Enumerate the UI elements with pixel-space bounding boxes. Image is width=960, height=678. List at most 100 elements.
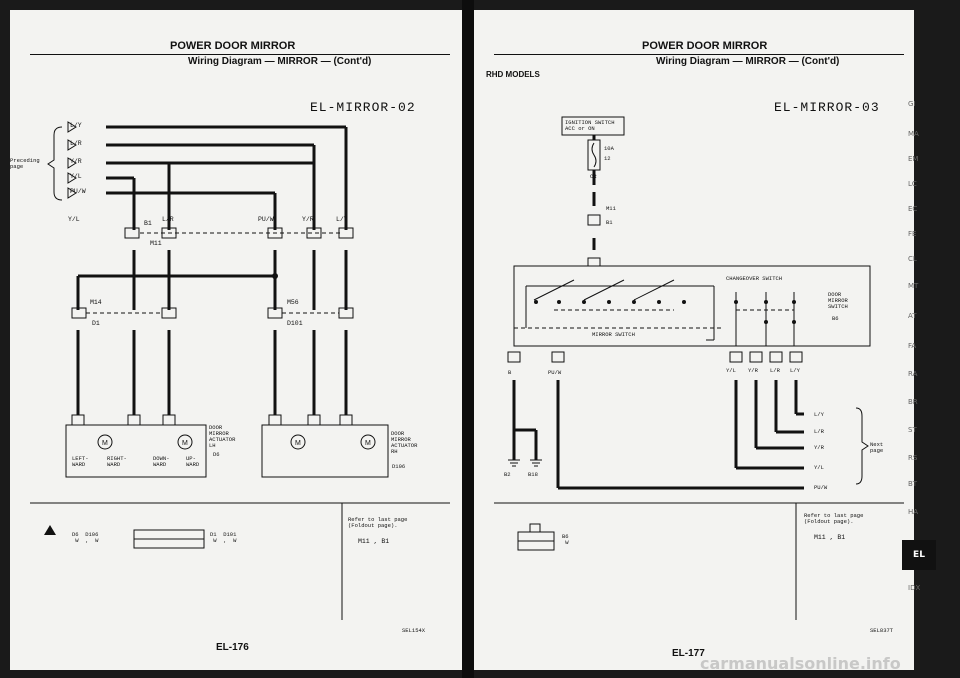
ground-code-b18: B18 bbox=[528, 471, 538, 478]
switch-assembly bbox=[513, 265, 871, 347]
wire-label-b: B bbox=[508, 369, 512, 376]
diagram-code: EL-MIRROR-02 bbox=[310, 100, 416, 115]
connector-face bbox=[133, 529, 205, 549]
ground-code-b2: B2 bbox=[504, 471, 511, 478]
next-label-ly: L/Y bbox=[814, 411, 824, 418]
right-page-title: POWER DOOR MIRROR bbox=[642, 40, 768, 52]
connector-code-d101: D101 bbox=[287, 320, 303, 327]
input-label-yr: Y/R bbox=[70, 158, 82, 165]
mirror-switch-label: MIRROR SWITCH bbox=[592, 331, 635, 338]
fuse-rating: 10A bbox=[604, 145, 614, 152]
input-label-yl: Y/L bbox=[70, 173, 82, 180]
tab-ec[interactable]: EC bbox=[908, 205, 918, 213]
left-page-subtitle: Wiring Diagram — MIRROR — (Cont'd) bbox=[188, 56, 372, 67]
tab-lc[interactable]: LC bbox=[908, 180, 917, 188]
connector-codes-d6-d106: D6 D106 W , W bbox=[72, 531, 99, 544]
tab-mt[interactable]: MT bbox=[908, 282, 919, 290]
tab-em[interactable]: EM bbox=[908, 155, 919, 163]
refer-connectors: M11 , B1 bbox=[358, 538, 390, 545]
tab-el-active[interactable]: EL bbox=[902, 540, 936, 570]
preceding-brace bbox=[47, 126, 63, 201]
fuse-number: 12 bbox=[604, 155, 611, 162]
motor-label-downward: DOWN- WARD bbox=[153, 455, 170, 468]
wire-label-ly: L/Y bbox=[336, 216, 348, 223]
door-mirror-switch-code: B6 bbox=[832, 315, 839, 322]
next-page-brace bbox=[855, 407, 869, 485]
motor-label-upward: UP- WARD bbox=[186, 455, 200, 468]
refer-note: Refer to last page (Foldout page). bbox=[348, 516, 408, 529]
connector-code-d1: D1 bbox=[92, 320, 100, 327]
right-wiring-diagram bbox=[494, 116, 904, 620]
input-label-puw: PU/W bbox=[70, 188, 86, 195]
svg-text:M: M bbox=[182, 440, 188, 447]
tab-br[interactable]: BR bbox=[908, 398, 918, 406]
right-page: POWER DOOR MIRROR Wiring Diagram — MIRRO… bbox=[474, 10, 914, 670]
connector-code-b1: B1 bbox=[144, 220, 152, 227]
connector-code-m11: M11 bbox=[606, 205, 616, 212]
splice bbox=[272, 273, 278, 279]
section-tabs: GI MA EM LC EC FE CL MT AT FA RA BR ST R… bbox=[902, 60, 942, 620]
connector-code-m11: M11 bbox=[150, 240, 162, 247]
wire-label-puw: PU/W bbox=[258, 216, 274, 223]
wire-label-lr: L/R bbox=[162, 216, 174, 223]
tab-bt[interactable]: BT bbox=[908, 480, 918, 488]
diagram-code: EL-MIRROR-03 bbox=[774, 100, 880, 115]
left-page: POWER DOOR MIRROR Wiring Diagram — MIRRO… bbox=[10, 10, 462, 670]
output-wires bbox=[512, 380, 804, 490]
wire-label-or: OR bbox=[590, 173, 597, 180]
preceding-page-label: Preceding page bbox=[10, 157, 40, 170]
ignition-switch-label: IGNITION SWITCH ACC or ON bbox=[565, 119, 615, 132]
tab-fe[interactable]: FE bbox=[908, 230, 917, 238]
tab-ma[interactable]: MA bbox=[908, 130, 919, 138]
refer-connectors: M11 , B1 bbox=[814, 534, 846, 541]
actuator-rh-code: D106 bbox=[392, 463, 406, 470]
tab-idx[interactable]: IDX bbox=[908, 584, 921, 592]
svg-text:M: M bbox=[295, 440, 301, 447]
connector-code-b1: B1 bbox=[606, 219, 613, 226]
connector-face-b6 bbox=[517, 523, 555, 551]
figure-id: SEL837T bbox=[870, 627, 894, 634]
left-wiring-diagram: M M M M bbox=[30, 121, 450, 620]
tab-rs[interactable]: RS bbox=[908, 454, 918, 462]
fuse bbox=[587, 139, 601, 171]
ground-symbols bbox=[508, 459, 542, 467]
book-spine bbox=[462, 0, 474, 678]
next-label-puw: PU/W bbox=[814, 484, 828, 491]
door-mirror-switch-label: DOOR MIRROR SWITCH bbox=[828, 291, 848, 310]
connector-upper bbox=[587, 257, 601, 267]
connector-row-1 bbox=[124, 227, 354, 239]
input-label-ly: L/Y bbox=[70, 122, 82, 129]
output-label-ly: L/Y bbox=[790, 367, 800, 374]
tab-ha[interactable]: HA bbox=[908, 508, 919, 516]
actuator-lh-code: D6 bbox=[213, 451, 220, 458]
wire-label-yr: Y/R bbox=[302, 216, 314, 223]
tab-ra[interactable]: RA bbox=[908, 370, 918, 378]
tab-gi[interactable]: GI bbox=[908, 100, 916, 108]
tab-fa[interactable]: FA bbox=[908, 342, 917, 350]
next-label-lr: L/R bbox=[814, 428, 824, 435]
connector-code-b6: B6 W bbox=[562, 533, 569, 546]
actuator-rh bbox=[261, 414, 389, 478]
page-number: EL-176 bbox=[216, 642, 249, 653]
switch-terminals bbox=[507, 351, 803, 363]
tab-st[interactable]: ST bbox=[908, 426, 917, 434]
svg-text:M: M bbox=[365, 440, 371, 447]
wire-label-yl: Y/L bbox=[68, 216, 80, 223]
tab-cl[interactable]: CL bbox=[908, 255, 917, 263]
output-label-yr: Y/R bbox=[748, 367, 758, 374]
connector-codes-d1-d101: D1 D101 W , W bbox=[210, 531, 237, 544]
switch-contacts bbox=[534, 300, 796, 324]
changeover-switch-label: CHANGEOVER SWITCH bbox=[726, 275, 783, 282]
next-label-yl: Y/L bbox=[814, 464, 824, 471]
rhd-models-label: RHD MODELS bbox=[486, 70, 540, 79]
input-wires bbox=[106, 125, 348, 230]
actuator-rh-label: DOOR MIRROR ACTUATOR RH bbox=[391, 430, 418, 455]
motor-label-rightward: RIGHT- WARD bbox=[107, 455, 127, 468]
connector-m11-b1 bbox=[587, 214, 601, 226]
output-label-lr: L/R bbox=[770, 367, 780, 374]
output-label-yl: Y/L bbox=[726, 367, 736, 374]
tab-at[interactable]: AT bbox=[908, 312, 917, 320]
figure-id: SEL154X bbox=[402, 627, 426, 634]
page-number: EL-177 bbox=[672, 648, 705, 659]
